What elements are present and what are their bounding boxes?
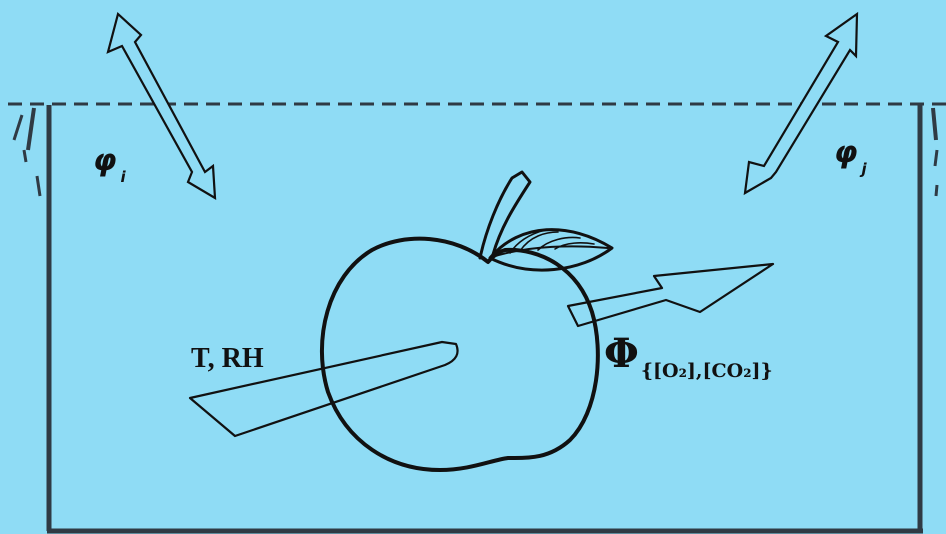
gas-flux-arrow [568, 264, 773, 326]
left-wall-dashes [14, 115, 40, 196]
trh-label: T, RH [191, 345, 264, 373]
right-wall-stub [933, 108, 936, 140]
apple-icon [322, 172, 612, 470]
left-wall-stub [28, 108, 34, 150]
right-wall-dashes [935, 150, 937, 196]
phi-gas-label: Φ{[O₂],[CO₂]} [604, 334, 773, 374]
